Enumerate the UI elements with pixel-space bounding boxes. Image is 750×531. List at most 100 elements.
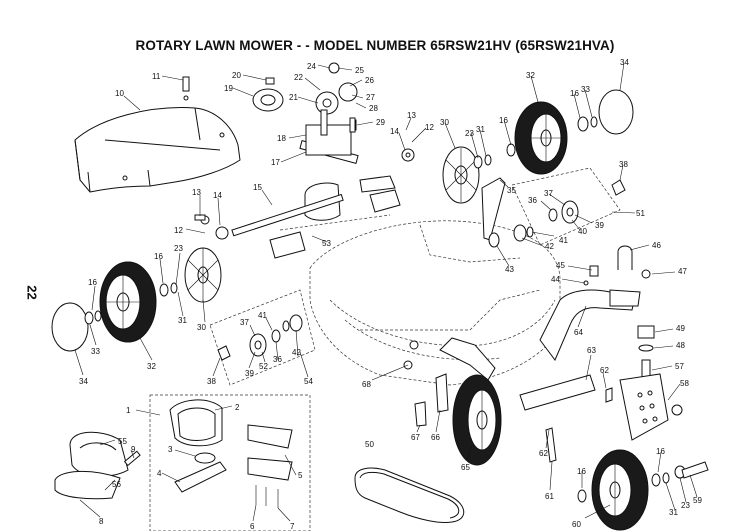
callout-label: 16 bbox=[154, 252, 163, 261]
callout-label: 61 bbox=[545, 492, 554, 501]
callout-label: 50 bbox=[365, 440, 374, 449]
callout-label: 37 bbox=[240, 318, 249, 327]
wheel-left bbox=[51, 261, 178, 352]
callout-label: 27 bbox=[366, 93, 375, 102]
callout-label: 63 bbox=[587, 346, 596, 355]
callout-label: 19 bbox=[224, 84, 233, 93]
callout-label: 16 bbox=[499, 116, 508, 125]
transmission-assembly bbox=[231, 62, 415, 237]
callout-label: 23 bbox=[465, 129, 474, 138]
callout-label: 60 bbox=[572, 520, 581, 529]
callout-label: 45 bbox=[556, 261, 565, 270]
callout-label: 30 bbox=[440, 118, 449, 127]
callout-label: 52 bbox=[259, 362, 268, 371]
rear-axle-assembly bbox=[200, 189, 401, 259]
callout-label: 51 bbox=[636, 209, 645, 218]
callout-label: 9 bbox=[131, 445, 136, 454]
callout-label: 66 bbox=[431, 433, 440, 442]
callout-label: 38 bbox=[619, 160, 628, 169]
gear-assembly-lower bbox=[209, 289, 316, 386]
callout-label: 33 bbox=[581, 85, 590, 94]
callout-label: 15 bbox=[253, 183, 262, 192]
callout-label: 18 bbox=[277, 134, 286, 143]
callout-label: 49 bbox=[676, 324, 685, 333]
callout-label: 8 bbox=[99, 517, 104, 526]
diagram-title: ROTARY LAWN MOWER - - MODEL NUMBER 65RSW… bbox=[135, 38, 615, 53]
callout-label: 41 bbox=[559, 236, 568, 245]
callout-label: 16 bbox=[656, 447, 665, 456]
wheel-hub-plate-lower bbox=[184, 247, 222, 303]
callout-label: 34 bbox=[79, 377, 88, 386]
callout-label: 32 bbox=[147, 362, 156, 371]
caster-bracket bbox=[605, 325, 683, 441]
callout-label: 5 bbox=[298, 471, 303, 480]
callout-label: 46 bbox=[652, 241, 661, 250]
callout-label: 64 bbox=[574, 328, 583, 337]
callout-label: 29 bbox=[376, 118, 385, 127]
callout-label: 16 bbox=[570, 89, 579, 98]
callout-label: 1 bbox=[126, 406, 131, 415]
callout-label: 43 bbox=[505, 265, 514, 274]
callout-label: 14 bbox=[390, 127, 399, 136]
bag-adapter-box bbox=[149, 394, 311, 531]
callout-label: 13 bbox=[192, 188, 201, 197]
fasteners bbox=[182, 76, 419, 370]
callout-label: 28 bbox=[369, 104, 378, 113]
callout-label: 36 bbox=[273, 355, 282, 364]
callout-label: 57 bbox=[675, 362, 684, 371]
wheel-hub-plate-upper bbox=[442, 146, 506, 248]
height-adjuster-handle bbox=[539, 245, 651, 361]
callout-label: 16 bbox=[88, 278, 97, 287]
callout-label: 34 bbox=[620, 58, 629, 67]
callout-label: 12 bbox=[425, 123, 434, 132]
callout-label: 40 bbox=[578, 227, 587, 236]
callout-label: 39 bbox=[595, 221, 604, 230]
callout-label: 10 bbox=[115, 89, 124, 98]
callout-label: 65 bbox=[461, 463, 470, 472]
callout-label: 33 bbox=[91, 347, 100, 356]
callout-label: 22 bbox=[294, 73, 303, 82]
callout-label: 31 bbox=[178, 316, 187, 325]
leader-lines bbox=[74, 62, 698, 522]
callout-label: 3 bbox=[168, 445, 173, 454]
callout-label: 11 bbox=[152, 72, 161, 81]
drive-belt bbox=[354, 467, 465, 523]
callout-label: 2 bbox=[235, 403, 240, 412]
callout-label: 55 bbox=[118, 437, 127, 446]
callout-label: 32 bbox=[526, 71, 535, 80]
callout-label: 16 bbox=[577, 467, 586, 476]
callout-label: 35 bbox=[507, 186, 516, 195]
callout-label: 36 bbox=[528, 196, 537, 205]
callout-label: 23 bbox=[681, 501, 690, 510]
callout-label: 41 bbox=[258, 311, 267, 320]
wheel-upper-right bbox=[506, 89, 634, 175]
callout-label: 30 bbox=[197, 323, 206, 332]
callout-label: 58 bbox=[680, 379, 689, 388]
callout-label: 4 bbox=[157, 469, 162, 478]
callout-label: 67 bbox=[411, 433, 420, 442]
callout-label: 62 bbox=[600, 366, 609, 375]
callout-label: 38 bbox=[207, 377, 216, 386]
callout-label: 25 bbox=[355, 66, 364, 75]
callout-label: 24 bbox=[307, 62, 316, 71]
callout-label: 68 bbox=[362, 380, 371, 389]
callout-label: 31 bbox=[669, 508, 678, 517]
callout-label: 42 bbox=[545, 242, 554, 251]
callout-label: 23 bbox=[174, 244, 183, 253]
callout-label: 6 bbox=[250, 522, 255, 531]
callout-label: 37 bbox=[544, 189, 553, 198]
callout-label: 26 bbox=[365, 76, 374, 85]
discharge-deflector bbox=[54, 431, 141, 500]
callout-label: 59 bbox=[693, 496, 702, 505]
wheel-lower-right bbox=[545, 427, 709, 531]
gear-assembly-right bbox=[511, 167, 626, 246]
front-wheel-fork bbox=[414, 337, 596, 466]
callout-labels: 11 10 20 19 24 25 22 26 21 27 28 18 29 1… bbox=[79, 58, 702, 531]
callout-label: 42 bbox=[292, 348, 301, 357]
callout-label: 31 bbox=[476, 125, 485, 134]
callout-label: 17 bbox=[271, 158, 280, 167]
callout-label: 39 bbox=[245, 369, 254, 378]
callout-label: 54 bbox=[304, 377, 313, 386]
callout-label: 56 bbox=[112, 480, 121, 489]
